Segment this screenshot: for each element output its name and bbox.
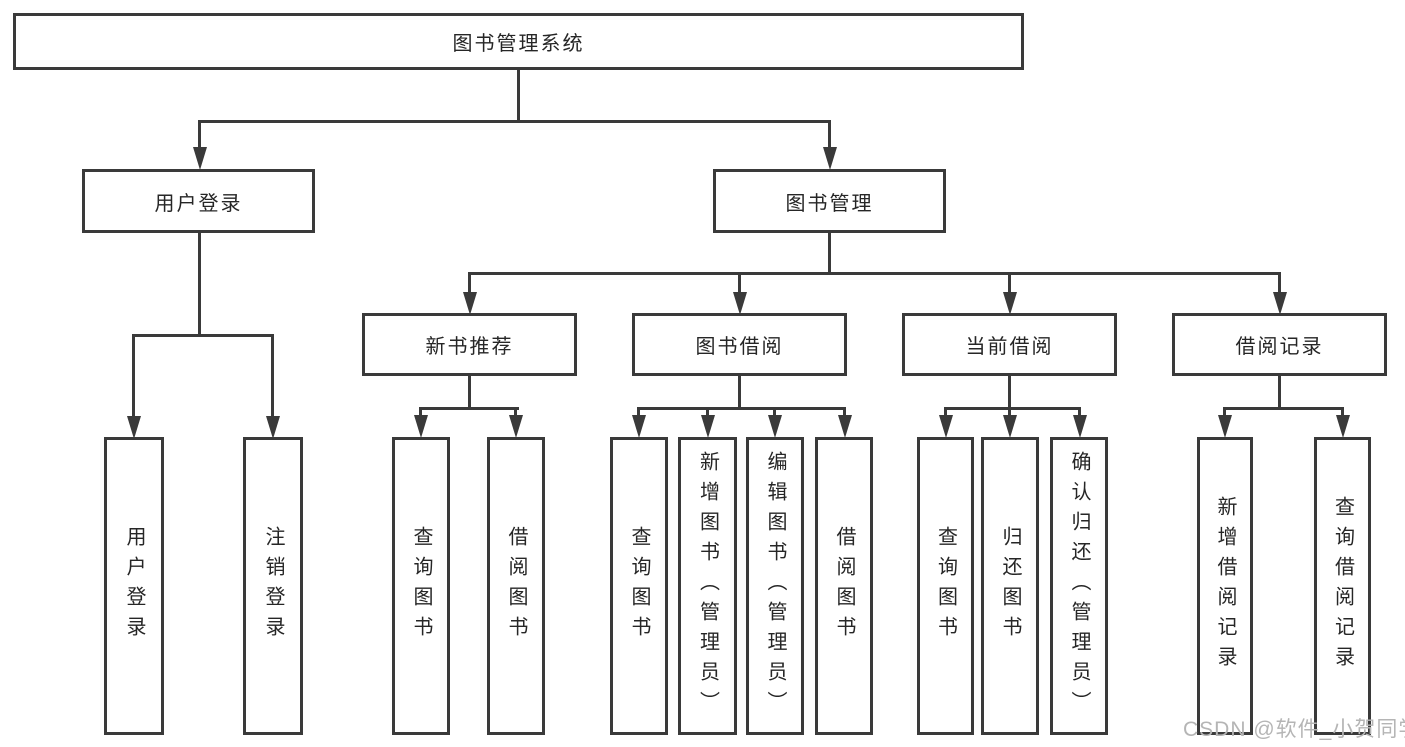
node-book-management: 图书管理: [713, 169, 946, 233]
connector-line: [1223, 407, 1344, 410]
connector-line: [828, 231, 831, 272]
arrowhead-down-icon: [266, 416, 280, 439]
arrowhead-down-icon: [509, 415, 523, 438]
node-label: 查询图书: [410, 526, 432, 646]
arrowhead-down-icon: [733, 292, 747, 315]
connector-line: [1008, 272, 1011, 294]
node-label: 借阅图书: [833, 526, 855, 646]
node-new-book-recommend: 新书推荐: [362, 313, 577, 376]
node-add-borrow-record: 新增借阅记录: [1197, 437, 1253, 735]
node-label: 用户登录: [154, 192, 243, 215]
connector-line: [468, 374, 471, 410]
arrowhead-down-icon: [838, 415, 852, 438]
node-book-borrow: 图书借阅: [632, 313, 847, 376]
connector-line: [738, 272, 741, 294]
arrowhead-down-icon: [632, 415, 646, 438]
connector-line: [637, 407, 640, 419]
node-current-borrow: 当前借阅: [902, 313, 1117, 376]
node-query-books-borrow: 查询图书: [610, 437, 668, 735]
node-label: 归还图书: [999, 526, 1021, 646]
node-root-label: 图书管理系统: [452, 33, 585, 55]
node-user-login-leaf: 用户登录: [104, 437, 164, 735]
connector-line: [637, 407, 846, 410]
connector-line: [419, 407, 519, 410]
connector-line: [1223, 407, 1226, 419]
node-label: 借阅图书: [505, 526, 527, 646]
watermark-text: CSDN @软件_小贺同学: [1183, 718, 1405, 741]
arrowhead-down-icon: [193, 147, 207, 170]
node-borrow-books-recommend: 借阅图书: [487, 437, 545, 735]
node-label: 图书管理: [785, 192, 874, 215]
connector-line: [198, 231, 201, 334]
connector-line: [828, 120, 831, 150]
arrowhead-down-icon: [1003, 415, 1017, 438]
node-label: 当前借阅: [965, 336, 1054, 358]
connector-line: [843, 407, 846, 419]
node-label: 新增图书（管理员）: [696, 451, 719, 721]
connector-line: [773, 407, 776, 419]
arrowhead-down-icon: [1273, 292, 1287, 315]
node-query-borrow-record: 查询借阅记录: [1314, 437, 1371, 735]
arrowhead-down-icon: [463, 292, 477, 315]
node-root: 图书管理系统: [13, 13, 1024, 70]
node-logout: 注销登录: [243, 437, 303, 735]
arrowhead-down-icon: [701, 415, 715, 438]
node-label: 查询图书: [628, 526, 650, 646]
connector-line: [944, 407, 947, 419]
arrowhead-down-icon: [127, 416, 141, 439]
arrowhead-down-icon: [1003, 292, 1017, 315]
connector-line: [1341, 407, 1344, 419]
node-confirm-return-admin: 确认归还（管理员）: [1050, 437, 1108, 735]
node-query-books-current: 查询图书: [917, 437, 974, 735]
connector-line: [1278, 272, 1281, 294]
connector-line: [198, 120, 201, 150]
arrowhead-down-icon: [939, 415, 953, 438]
arrowhead-down-icon: [823, 147, 837, 170]
node-label: 查询图书: [934, 526, 957, 646]
connector-line: [132, 334, 135, 418]
node-label: 用户登录: [123, 526, 145, 646]
connector-line: [1278, 374, 1281, 410]
arrowhead-down-icon: [414, 415, 428, 438]
node-query-books-recommend: 查询图书: [392, 437, 450, 735]
connector-line: [419, 407, 422, 419]
connector-line: [517, 68, 520, 120]
node-label: 确认归还（管理员）: [1068, 451, 1090, 721]
connector-line: [1008, 407, 1011, 419]
node-label: 注销登录: [262, 526, 284, 646]
connector-line: [132, 334, 274, 337]
node-add-book-admin: 新增图书（管理员）: [678, 437, 737, 735]
node-label: 借阅记录: [1235, 336, 1324, 358]
connector-line: [271, 334, 274, 418]
connector-line: [738, 374, 741, 410]
node-edit-book-admin: 编辑图书（管理员）: [746, 437, 804, 735]
arrowhead-down-icon: [1073, 415, 1087, 438]
node-label: 新书推荐: [425, 336, 514, 358]
node-label: 新增借阅记录: [1214, 496, 1236, 676]
node-borrow-books-leaf: 借阅图书: [815, 437, 873, 735]
node-label: 编辑图书（管理员）: [764, 451, 786, 721]
arrowhead-down-icon: [1218, 415, 1232, 438]
connector-line: [468, 272, 471, 294]
node-return-book: 归还图书: [981, 437, 1039, 735]
connector-line: [944, 407, 1081, 410]
connector-line: [1008, 374, 1011, 410]
node-user-login: 用户登录: [82, 169, 315, 233]
connector-line: [514, 407, 517, 419]
node-label: 查询借阅记录: [1331, 496, 1354, 676]
connector-line: [198, 120, 831, 123]
node-borrow-records: 借阅记录: [1172, 313, 1387, 376]
connector-line: [706, 407, 709, 419]
node-label: 图书借阅: [695, 336, 784, 358]
arrowhead-down-icon: [1336, 415, 1350, 438]
arrowhead-down-icon: [768, 415, 782, 438]
connector-line: [468, 272, 1281, 275]
connector-line: [1078, 407, 1081, 419]
